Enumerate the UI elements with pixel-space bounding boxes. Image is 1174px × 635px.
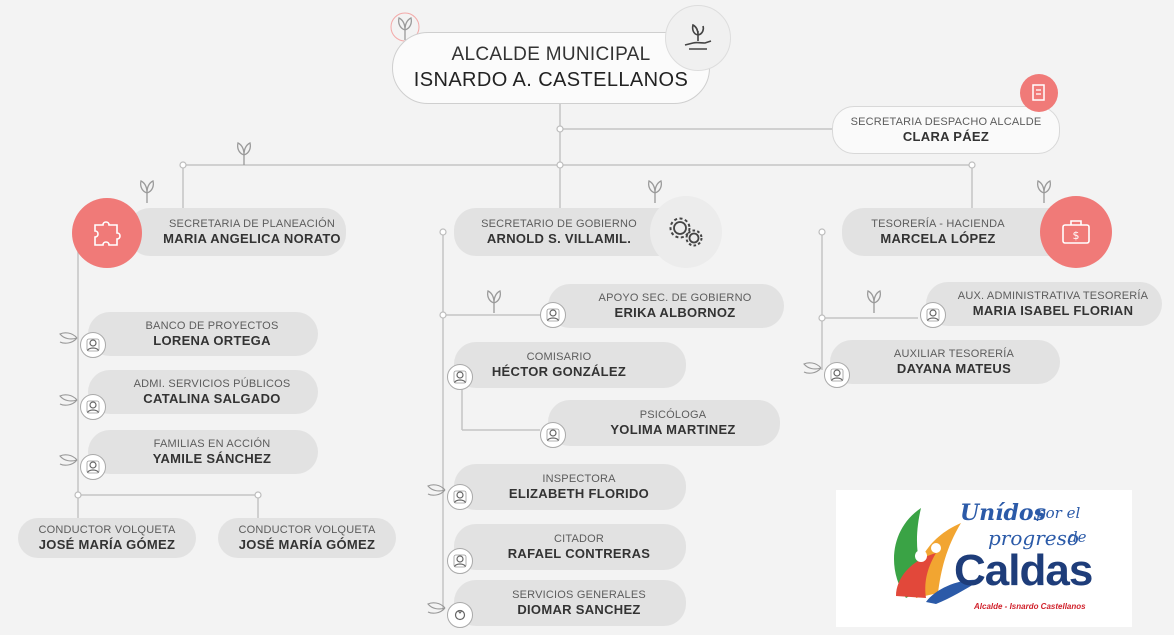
tesoreria-role: TESORERÍA - HACIENDA xyxy=(871,218,1005,230)
middle-item-role: CITADOR xyxy=(553,533,605,545)
person-icon xyxy=(80,332,106,358)
sprout-icon xyxy=(867,290,881,313)
gobierno-box: SECRETARIO DE GOBIERNO ARNOLD S. VILLAMI… xyxy=(454,208,684,256)
middle-item-name: ELIZABETH FLORIDO xyxy=(508,486,650,501)
middle-item-box: COMISARIO HÉCTOR GONZÁLEZ xyxy=(454,342,686,388)
driver-box: CONDUCTOR VOLQUETA JOSÉ MARÍA GÓMEZ xyxy=(218,518,396,558)
person-icon xyxy=(80,394,106,420)
logo-text-unidos: Unídos xyxy=(960,500,1046,526)
money-briefcase-icon: $ xyxy=(1040,196,1112,268)
middle-item-role: PSICÓLOGA xyxy=(639,409,707,421)
person-icon xyxy=(824,362,850,388)
left-item-box: ADMI. SERVICIOS PÚBLICOS CATALINA SALGAD… xyxy=(88,370,318,414)
person-icon xyxy=(920,302,946,328)
right-item-box: AUXILIAR TESORERÍA DAYANA MATEUS xyxy=(830,340,1060,384)
left-item-name: LORENA ORTEGA xyxy=(153,333,271,348)
right-item-role: AUXILIAR TESORERÍA xyxy=(893,348,1015,360)
left-item-name: CATALINA SALGADO xyxy=(143,391,281,406)
left-item-role: BANCO DE PROYECTOS xyxy=(145,320,279,332)
right-item-name: DAYANA MATEUS xyxy=(896,361,1012,376)
secretaria-despacho-box: SECRETARIA DESPACHO ALCALDE CLARA PÁEZ xyxy=(832,106,1060,154)
left-item-box: FAMILIAS EN ACCIÓN YAMILE SÁNCHEZ xyxy=(88,430,318,474)
secretaria-despacho-name: CLARA PÁEZ xyxy=(902,129,990,144)
mayor-role: ALCALDE MUNICIPAL xyxy=(451,44,651,65)
left-item-role: ADMI. SERVICIOS PÚBLICOS xyxy=(133,378,291,390)
leaf-icon xyxy=(59,394,78,406)
driver-box: CONDUCTOR VOLQUETA JOSÉ MARÍA GÓMEZ xyxy=(18,518,196,558)
leaf-icon xyxy=(803,362,822,374)
logo-swoosh-icon xyxy=(894,508,981,604)
driver-name: JOSÉ MARÍA GÓMEZ xyxy=(238,537,376,552)
logo-text-porel: por el xyxy=(1036,504,1081,522)
middle-item-role: COMISARIO xyxy=(526,351,592,363)
person-icon xyxy=(447,484,473,510)
hand-plant-icon xyxy=(665,5,731,71)
sprout-icon xyxy=(487,290,501,313)
planeacion-name: MARIA ANGELICA NORATO xyxy=(163,231,341,246)
svg-text:$: $ xyxy=(1073,229,1080,242)
left-item-box: BANCO DE PROYECTOS LORENA ORTEGA xyxy=(88,312,318,356)
right-item-box: AUX. ADMINISTRATIVA TESORERÍA MARIA ISAB… xyxy=(926,282,1162,326)
leaf-icon xyxy=(59,332,78,344)
logo-text-alcalde: Alcalde - Isnardo Castellanos xyxy=(974,602,1086,611)
person-icon xyxy=(447,548,473,574)
leaf-icon xyxy=(427,484,446,496)
middle-item-name: RAFAEL CONTRERAS xyxy=(507,546,651,561)
mayor-name: ISNARDO A. CASTELLANOS xyxy=(413,69,689,91)
document-icon xyxy=(1020,74,1058,112)
planeacion-role: SECRETARIA DE PLANEACIÓN xyxy=(169,218,335,230)
middle-item-role: SERVICIOS GENERALES xyxy=(512,589,646,601)
person-icon xyxy=(540,422,566,448)
logo-text-caldas: Caldas xyxy=(954,546,1093,595)
left-item-name: YAMILE SÁNCHEZ xyxy=(152,451,272,466)
secretaria-despacho-role: SECRETARIA DESPACHO ALCALDE xyxy=(850,116,1042,128)
tesoreria-name: MARCELA LÓPEZ xyxy=(880,231,996,246)
sprout-icon xyxy=(1037,180,1051,203)
tesoreria-box: TESORERÍA - HACIENDA MARCELA LÓPEZ xyxy=(842,208,1074,256)
logo-text-de: de xyxy=(1068,528,1087,546)
sprout-icon xyxy=(237,142,251,165)
gears-icon xyxy=(650,196,722,268)
puzzle-icon xyxy=(72,198,142,268)
middle-item-box: INSPECTORA ELIZABETH FLORIDO xyxy=(454,464,686,510)
person-icon xyxy=(447,602,473,628)
right-item-role: AUX. ADMINISTRATIVA TESORERÍA xyxy=(957,290,1149,302)
middle-item-box: PSICÓLOGA YOLIMA MARTINEZ xyxy=(548,400,780,446)
middle-item-name: YOLIMA MARTINEZ xyxy=(610,422,736,437)
driver-role: CONDUCTOR VOLQUETA xyxy=(38,524,176,536)
middle-item-role: INSPECTORA xyxy=(542,473,616,485)
logo-text-progreso: progreso xyxy=(988,526,1079,550)
right-item-name: MARIA ISABEL FLORIAN xyxy=(972,303,1134,318)
gobierno-role: SECRETARIO DE GOBIERNO xyxy=(481,218,637,230)
leaf-icon xyxy=(427,602,446,614)
middle-item-box: SERVICIOS GENERALES DIOMAR SANCHEZ xyxy=(454,580,686,626)
middle-item-box: CITADOR RAFAEL CONTRERAS xyxy=(454,524,686,570)
middle-item-box: APOYO SEC. DE GOBIERNO ERIKA ALBORNOZ xyxy=(548,284,784,328)
planeacion-box: SECRETARIA DE PLANEACIÓN MARIA ANGELICA … xyxy=(128,208,346,256)
driver-role: CONDUCTOR VOLQUETA xyxy=(238,524,376,536)
middle-item-role: APOYO SEC. DE GOBIERNO xyxy=(598,292,752,304)
sprout-icon xyxy=(648,180,662,203)
gobierno-name: ARNOLD S. VILLAMIL. xyxy=(486,231,632,246)
sprout-icon xyxy=(140,180,154,203)
mayor-box: ALCALDE MUNICIPAL ISNARDO A. CASTELLANOS xyxy=(392,32,710,104)
middle-item-name: ERIKA ALBORNOZ xyxy=(614,305,736,320)
person-icon xyxy=(447,364,473,390)
left-item-role: FAMILIAS EN ACCIÓN xyxy=(153,438,271,450)
middle-item-name: DIOMAR SANCHEZ xyxy=(517,602,641,617)
leaf-icon xyxy=(59,454,78,466)
driver-name: JOSÉ MARÍA GÓMEZ xyxy=(38,537,176,552)
caldas-logo: Unídos por el progreso de Caldas Alcalde… xyxy=(836,490,1132,627)
person-icon xyxy=(540,302,566,328)
middle-item-name: HÉCTOR GONZÁLEZ xyxy=(491,364,627,379)
person-icon xyxy=(80,454,106,480)
